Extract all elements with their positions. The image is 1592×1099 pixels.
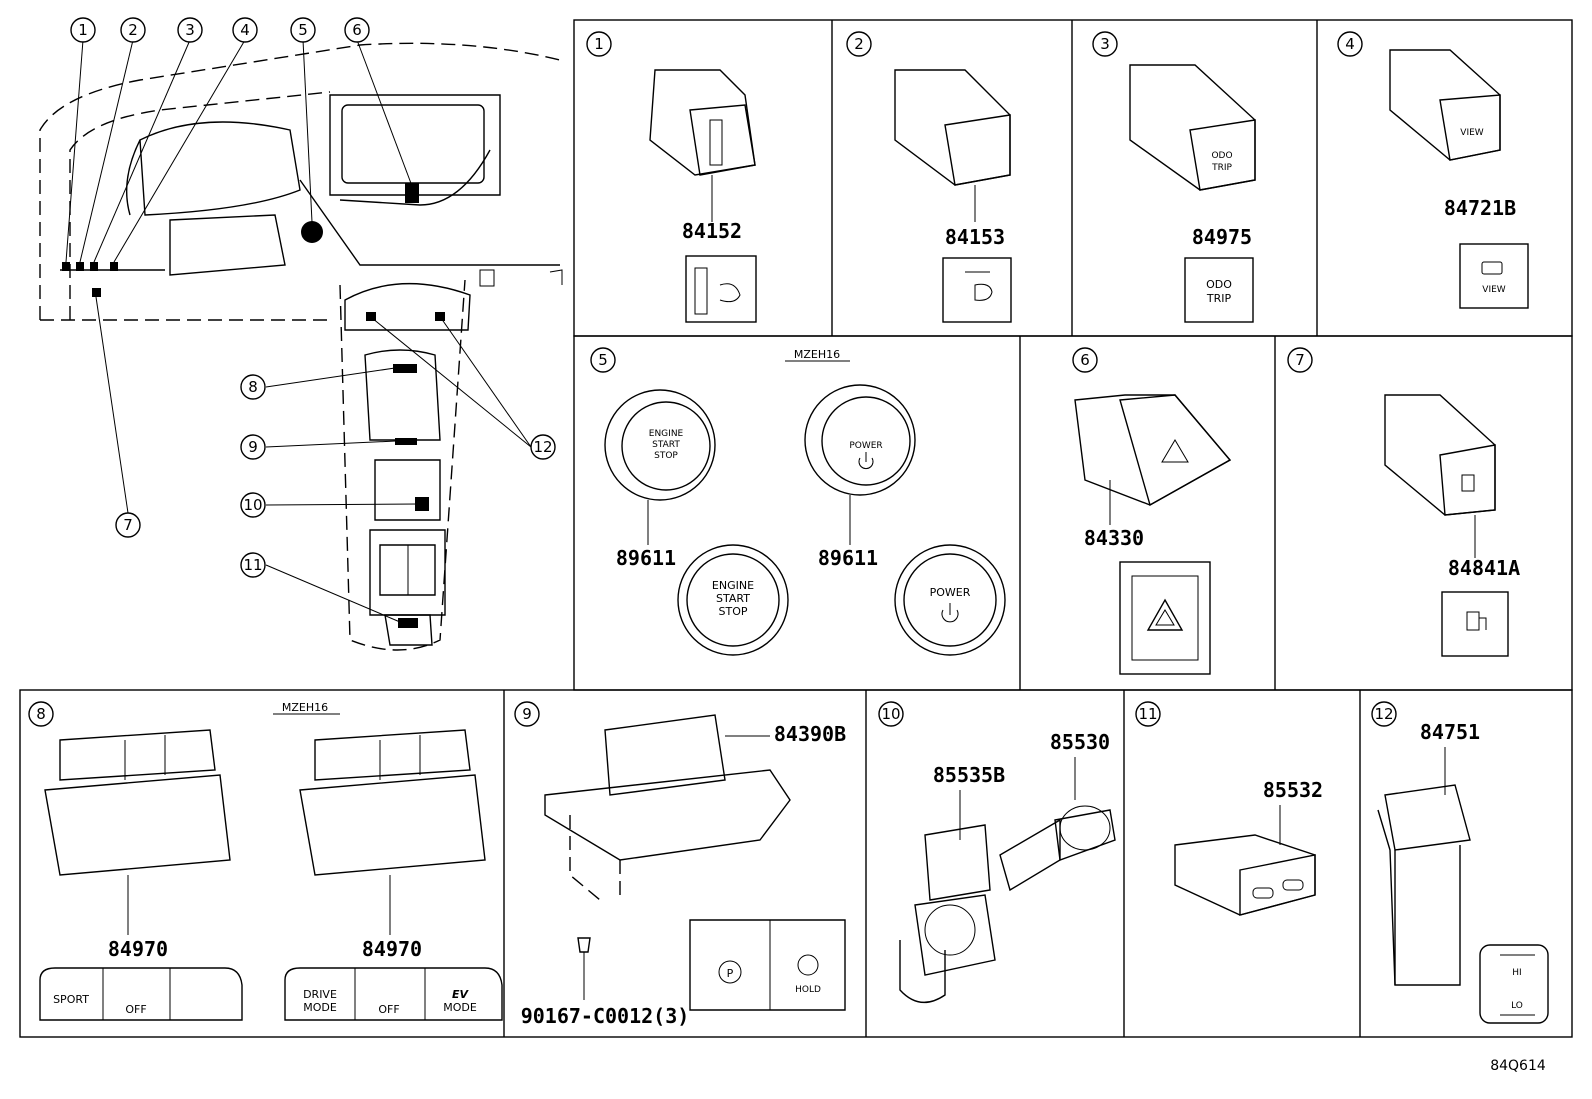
panel-6: 6 84330 <box>1072 347 1232 675</box>
svg-text:3: 3 <box>1100 35 1110 53</box>
callout-3: 3 <box>177 17 203 43</box>
svg-text:2: 2 <box>854 35 864 53</box>
svg-text:VIEW: VIEW <box>1460 128 1483 138</box>
callout-1: 1 <box>70 17 96 43</box>
svg-text:2: 2 <box>128 21 138 39</box>
panel-2: 2 84153 <box>846 31 1012 323</box>
svg-text:STOP: STOP <box>719 605 748 618</box>
part-84841A: 84841A <box>1448 556 1520 580</box>
panel-10: 10 85535B 85530 <box>878 701 1116 1003</box>
svg-text:7: 7 <box>1295 351 1305 369</box>
svg-text:START: START <box>652 440 680 450</box>
svg-text:8: 8 <box>248 378 258 396</box>
svg-text:LO: LO <box>1511 1001 1523 1011</box>
svg-text:12: 12 <box>533 438 552 456</box>
callout-4: 4 <box>232 17 258 43</box>
callout-7: 7 <box>115 512 141 538</box>
svg-text:10: 10 <box>243 496 262 514</box>
svg-text:OFF: OFF <box>125 1003 146 1016</box>
svg-text:11: 11 <box>243 556 262 574</box>
model-code: MZEH16 <box>282 701 328 714</box>
overview-callouts: 1 2 3 4 5 6 7 8 9 10 11 12 <box>70 17 556 578</box>
svg-text:ODO: ODO <box>1211 151 1232 161</box>
svg-text:POWER: POWER <box>930 586 971 599</box>
callout-5: 5 <box>290 17 316 43</box>
part-84970-a: 84970 <box>108 937 168 961</box>
svg-text:8: 8 <box>36 705 46 723</box>
svg-text:VIEW: VIEW <box>1482 285 1505 295</box>
svg-text:11: 11 <box>1138 705 1157 723</box>
svg-text:EV: EV <box>452 988 470 1001</box>
svg-text:P: P <box>727 967 734 980</box>
svg-text:ENGINE: ENGINE <box>712 579 754 592</box>
svg-text:TRIP: TRIP <box>1206 292 1232 305</box>
svg-text:5: 5 <box>598 351 608 369</box>
diagram-code: 84Q614 <box>1490 1058 1546 1074</box>
part-89611-a: 89611 <box>616 546 676 570</box>
part-84751: 84751 <box>1420 720 1480 744</box>
svg-text:6: 6 <box>1080 351 1090 369</box>
part-85532: 85532 <box>1263 778 1323 802</box>
svg-text:SPORT: SPORT <box>53 993 89 1006</box>
part-89611-b: 89611 <box>818 546 878 570</box>
part-85530: 85530 <box>1050 730 1110 754</box>
panel-9: 9 84390B 90167-C0012(3) P HOLD <box>514 701 846 1028</box>
svg-text:6: 6 <box>352 21 362 39</box>
part-84975: 84975 <box>1192 225 1252 249</box>
part-84390B: 84390B <box>774 722 846 746</box>
part-84152: 84152 <box>682 219 742 243</box>
svg-text:MODE: MODE <box>303 1001 337 1014</box>
svg-text:7: 7 <box>123 516 133 534</box>
svg-text:ODO: ODO <box>1206 278 1232 291</box>
svg-text:DRIVE: DRIVE <box>303 988 337 1001</box>
svg-text:5: 5 <box>298 21 308 39</box>
dashboard-overview <box>39 39 563 651</box>
svg-text:OFF: OFF <box>378 1003 399 1016</box>
svg-text:STOP: STOP <box>654 451 678 461</box>
callout-9: 9 <box>240 434 266 460</box>
callout-12: 12 <box>530 434 556 460</box>
svg-text:1: 1 <box>594 35 604 53</box>
callout-6: 6 <box>344 17 370 43</box>
panel-11: 11 85532 <box>1135 701 1323 916</box>
svg-text:POWER: POWER <box>849 441 882 451</box>
model-code: MZEH16 <box>794 348 840 361</box>
svg-text:10: 10 <box>881 705 900 723</box>
part-84721B: 84721B <box>1444 196 1516 220</box>
svg-text:TRIP: TRIP <box>1211 163 1232 173</box>
svg-text:3: 3 <box>185 21 195 39</box>
panel-3: 3 ODO TRIP 84975 ODO TRIP <box>1092 31 1256 323</box>
svg-text:4: 4 <box>240 21 250 39</box>
callout-8: 8 <box>240 374 266 400</box>
panel-7: 7 84841A <box>1287 347 1520 657</box>
svg-text:MODE: MODE <box>443 1001 477 1014</box>
svg-text:START: START <box>716 592 750 605</box>
panel-1: 1 84152 <box>586 31 757 323</box>
part-90167-C0012: 90167-C0012(3) <box>521 1004 690 1028</box>
svg-text:HI: HI <box>1512 968 1521 978</box>
panel-5: 5 MZEH16 ENGINE START STOP 89611 ENGINE … <box>590 347 1006 656</box>
svg-text:12: 12 <box>1374 705 1393 723</box>
part-84330: 84330 <box>1084 526 1144 550</box>
svg-text:9: 9 <box>248 438 258 456</box>
callout-11: 11 <box>240 552 266 578</box>
part-85535B: 85535B <box>933 763 1005 787</box>
panel-frames <box>19 19 1573 1038</box>
svg-text:4: 4 <box>1345 35 1355 53</box>
svg-text:ENGINE: ENGINE <box>649 429 684 439</box>
panel-4: 4 VIEW 84721B VIEW <box>1337 31 1529 309</box>
part-84153: 84153 <box>945 225 1005 249</box>
panel-8: 8 MZEH16 84970 SPORT OFF 84970 DRIVE MOD… <box>28 701 503 1021</box>
callout-10: 10 <box>240 492 266 518</box>
svg-text:HOLD: HOLD <box>795 985 821 995</box>
svg-text:1: 1 <box>78 21 88 39</box>
part-84970-b: 84970 <box>362 937 422 961</box>
panel-12: 12 84751 HI LO <box>1371 701 1549 1024</box>
callout-2: 2 <box>120 17 146 43</box>
svg-text:9: 9 <box>522 705 532 723</box>
